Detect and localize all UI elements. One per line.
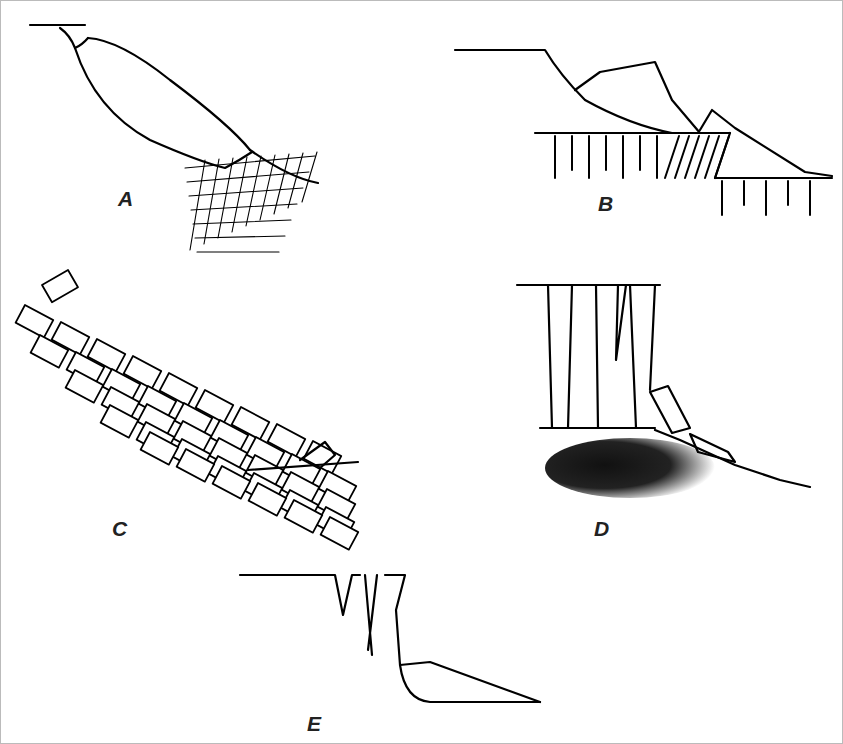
- rock-block: [213, 466, 251, 499]
- stroke: [809, 181, 811, 215]
- stroke: [197, 251, 279, 252]
- figure-letter: C: [112, 518, 127, 539]
- rock-block: [141, 432, 179, 465]
- stroke: [656, 136, 658, 178]
- stroke: [288, 153, 303, 208]
- stroke: [639, 136, 641, 170]
- stroke: [191, 204, 297, 210]
- rock-block: [101, 405, 139, 438]
- stroke: [571, 136, 573, 170]
- rock-block: [42, 270, 78, 302]
- stroke: [260, 155, 275, 220]
- stroke: [302, 152, 317, 202]
- stroke: [232, 157, 247, 232]
- stroke: [189, 188, 303, 196]
- stroke: [588, 136, 590, 178]
- stroke: [765, 181, 767, 215]
- stroke: [204, 159, 219, 244]
- figure-letter: E: [307, 713, 321, 734]
- figure-letter: B: [598, 193, 613, 214]
- stroke: [195, 236, 285, 238]
- figure-letter: A: [118, 188, 133, 209]
- stroke: [605, 136, 607, 170]
- stroke: [218, 158, 233, 238]
- stroke: [554, 136, 556, 178]
- rock-block: [66, 370, 104, 403]
- rock-block: [177, 449, 215, 482]
- stroke: [274, 154, 289, 214]
- figure-e: [240, 575, 540, 702]
- stroke: [715, 136, 729, 178]
- rock-block: [31, 335, 69, 368]
- stroke: [187, 172, 309, 182]
- stroke: [622, 136, 624, 178]
- stroke: [246, 156, 261, 226]
- figure-c: [16, 270, 359, 550]
- stroke: [190, 160, 205, 250]
- stroke: [721, 181, 723, 215]
- figure-b: [455, 50, 832, 215]
- rock-block: [285, 500, 323, 533]
- figure-d: [517, 285, 810, 498]
- stroke: [743, 181, 745, 205]
- rock-block: [321, 517, 359, 550]
- figure-a: [30, 25, 318, 252]
- rock-block: [249, 483, 287, 516]
- rock-block: [16, 305, 54, 338]
- figure-letter: D: [594, 518, 609, 539]
- stroke: [787, 181, 789, 205]
